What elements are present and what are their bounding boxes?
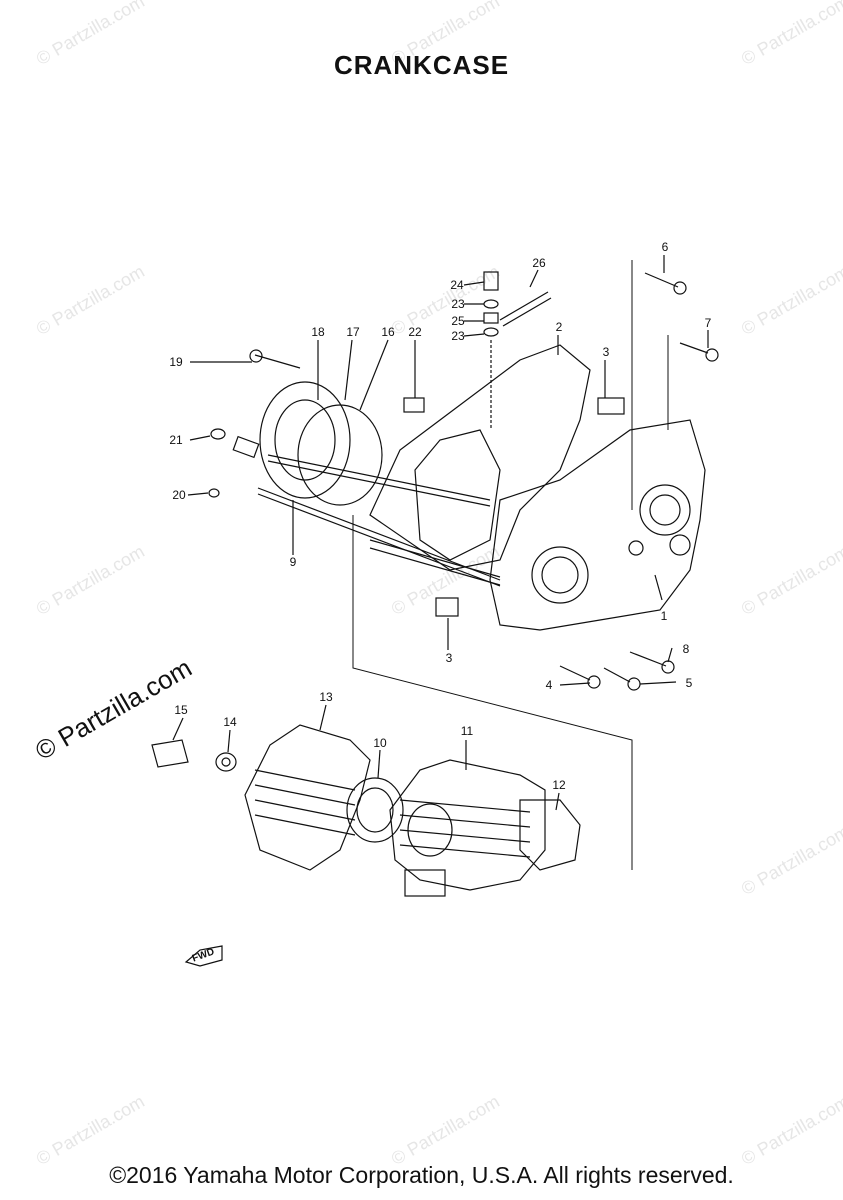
callout-label: 2 bbox=[555, 320, 563, 334]
callout-label: 22 bbox=[408, 325, 422, 339]
callout-label: 26 bbox=[532, 256, 546, 270]
callout-label: 4 bbox=[545, 678, 553, 692]
end-cover bbox=[259, 381, 351, 499]
plug bbox=[232, 435, 260, 459]
stud-bolt bbox=[267, 454, 491, 501]
callout-label: 20 bbox=[172, 488, 186, 502]
bolt bbox=[644, 272, 679, 288]
callout-label: 14 bbox=[223, 715, 237, 729]
washer bbox=[215, 752, 237, 772]
callout-label: 12 bbox=[552, 778, 566, 792]
callout-label: 8 bbox=[682, 642, 690, 656]
pipe bbox=[499, 291, 549, 321]
callout-label: 25 bbox=[451, 314, 465, 328]
bolt bbox=[603, 667, 631, 683]
callout-label: 17 bbox=[346, 325, 360, 339]
crankcase-lower-half bbox=[489, 419, 706, 631]
bolt bbox=[629, 651, 667, 667]
callout-label: 3 bbox=[445, 651, 453, 665]
callout-label: 7 bbox=[704, 316, 712, 330]
stud-bolt bbox=[257, 487, 501, 581]
callout-label: 24 bbox=[450, 278, 464, 292]
bearing-bore bbox=[639, 484, 691, 536]
callout-label: 21 bbox=[169, 433, 183, 447]
callout-label: 6 bbox=[661, 240, 669, 254]
o-ring bbox=[297, 404, 383, 506]
callout-label: 11 bbox=[460, 724, 474, 738]
bolt bbox=[559, 665, 591, 681]
drain-bolt bbox=[483, 271, 499, 291]
copyright-notice: ©2016 Yamaha Motor Corporation, U.S.A. A… bbox=[109, 1162, 734, 1188]
head-gasket bbox=[346, 777, 404, 843]
callout-label: 19 bbox=[169, 355, 183, 369]
callout-label: 9 bbox=[289, 555, 297, 569]
callout-label: 10 bbox=[373, 736, 387, 750]
callout-label: 1 bbox=[660, 609, 668, 623]
callout-label: 5 bbox=[685, 676, 693, 690]
cylinder bbox=[389, 759, 546, 891]
crankcase-upper-half bbox=[369, 344, 591, 571]
callout-label: 16 bbox=[381, 325, 395, 339]
page-title: CRANKCASE bbox=[333, 50, 510, 80]
cap-nut bbox=[151, 739, 189, 768]
callout-label: 13 bbox=[319, 690, 333, 704]
bearing-bore bbox=[531, 546, 589, 604]
callout-label: 15 bbox=[174, 703, 188, 717]
callout-label: 23 bbox=[451, 329, 465, 343]
fwd-arrow-icon bbox=[184, 945, 223, 967]
dowel-pin bbox=[435, 597, 459, 617]
dowel-pin bbox=[597, 397, 625, 415]
callout-label: 18 bbox=[311, 325, 325, 339]
cylinder-head bbox=[244, 724, 371, 871]
bolt bbox=[679, 342, 709, 354]
dowel-pin bbox=[403, 397, 425, 413]
callout-label: 3 bbox=[602, 345, 610, 359]
callout-label: 23 bbox=[451, 297, 465, 311]
exhaust-gasket bbox=[519, 799, 581, 871]
